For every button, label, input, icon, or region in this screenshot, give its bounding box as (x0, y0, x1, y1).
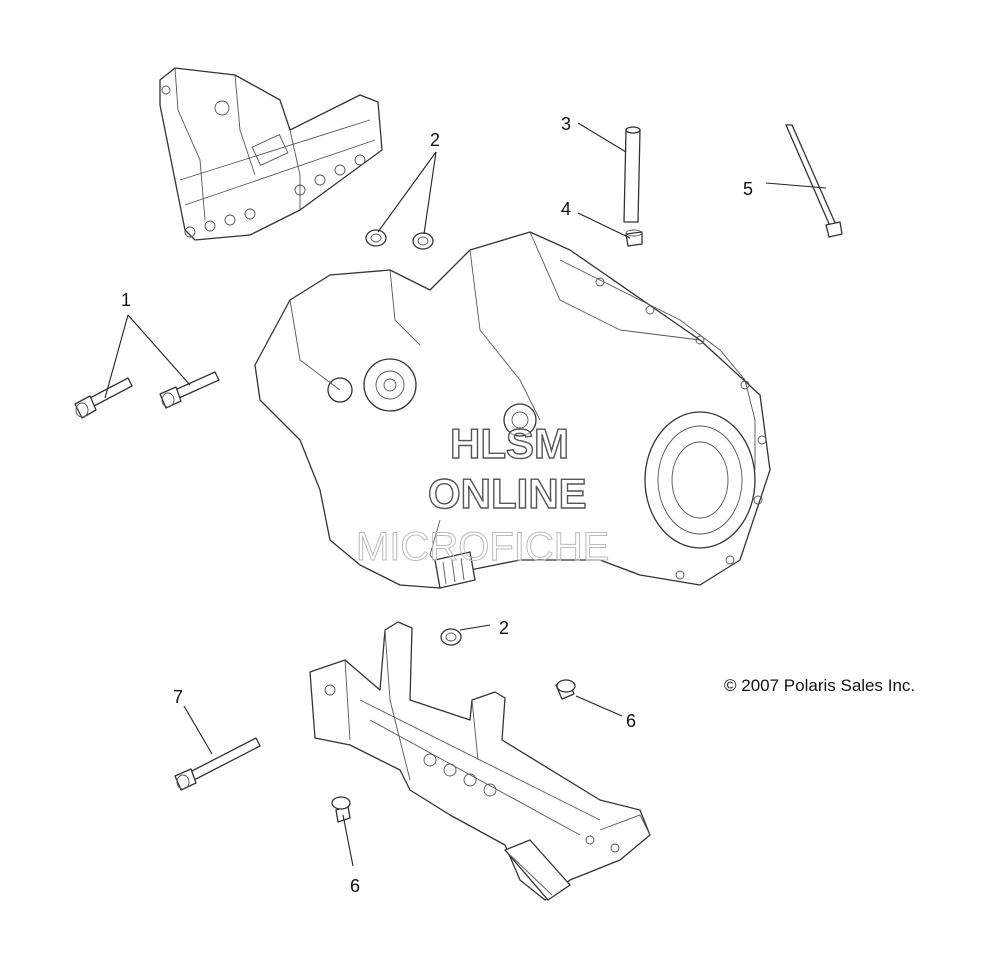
watermark-line-2: ONLINE (428, 470, 587, 517)
long-bolt (785, 124, 843, 238)
callout-4: 4 (561, 199, 571, 219)
nut-upper-right (412, 232, 434, 250)
callout-7: 7 (173, 687, 183, 707)
upper-mount-bracket (159, 67, 383, 241)
callout-2-upper: 2 (430, 130, 440, 150)
callout-5: 5 (743, 179, 753, 199)
bushing (625, 229, 643, 247)
callout-2-middle: 2 (499, 618, 509, 638)
flange-screw-lower (331, 796, 351, 823)
callout-3: 3 (561, 114, 571, 134)
callouts: 1 2 2 3 4 5 6 6 7 (121, 114, 753, 896)
watermark-line-1: HLSM (450, 420, 569, 467)
bolt-left (74, 377, 133, 419)
watermark: HLSM ONLINE MICROFICHE (356, 419, 610, 569)
bolt-seven (174, 737, 261, 791)
callout-6-lower: 6 (350, 876, 360, 896)
leader-lines (104, 122, 827, 867)
copyright-notice: © 2007 Polaris Sales Inc. (724, 676, 915, 695)
transmission-housing (254, 231, 771, 589)
tube-sleeve (623, 126, 641, 223)
bolt-right (159, 371, 220, 409)
flange-screw-right (555, 679, 576, 700)
callout-6-right: 6 (626, 711, 636, 731)
watermark-line-3: MICROFICHE (356, 525, 609, 569)
nut-upper-left (365, 229, 387, 247)
lower-mount-frame (309, 621, 651, 901)
nut-middle (440, 628, 462, 646)
callout-1: 1 (121, 290, 131, 310)
